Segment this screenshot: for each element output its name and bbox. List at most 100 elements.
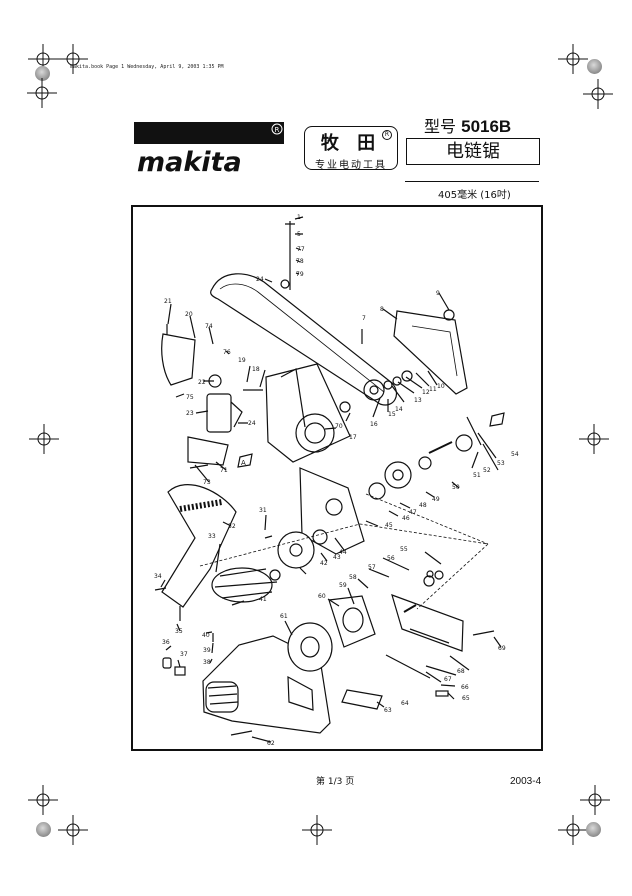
registration-mark — [558, 44, 588, 74]
part-label: 66 — [461, 684, 469, 691]
brand-name: 牧 田 — [320, 133, 382, 154]
part-label: 50 — [452, 484, 460, 491]
part-label: 79 — [296, 271, 304, 278]
part-label: 75 — [186, 394, 194, 401]
part-label: 16 — [370, 421, 378, 428]
part-label: 44 — [339, 549, 347, 556]
registration-mark — [302, 815, 332, 845]
exploded-parts-diagram: 1 5 77 78 79 24 9 8 7 21 20 74 76 19 18 … — [131, 205, 543, 751]
part-label: 20 — [185, 311, 193, 318]
registration-dot — [35, 66, 50, 81]
part-label: 61 — [280, 613, 288, 620]
part-label: 54 — [511, 451, 519, 458]
part-label: 39 — [203, 647, 211, 654]
registration-mark — [58, 815, 88, 845]
part-label: 63 — [384, 707, 392, 714]
part-label: 24 — [256, 276, 264, 283]
registered-mark: R — [382, 130, 392, 140]
part-label: 18 — [252, 366, 260, 373]
part-label: 14 — [395, 406, 403, 413]
part-label: 68 — [457, 668, 465, 675]
part-label: 15 — [388, 411, 396, 418]
part-label: 8 — [380, 306, 384, 313]
part-label: 42 — [320, 560, 328, 567]
part-label: 24 — [248, 420, 256, 427]
part-label: 41 — [259, 596, 267, 603]
part-label: 67 — [444, 676, 452, 683]
registration-mark — [583, 79, 613, 109]
part-label: 78 — [296, 258, 304, 265]
svg-text:makita: makita — [137, 147, 242, 174]
diagram-drawing: 1 5 77 78 79 24 9 8 7 21 20 74 76 19 18 … — [154, 214, 519, 747]
registration-mark — [579, 424, 609, 454]
part-label: 23 — [186, 410, 194, 417]
part-label: 38 — [203, 659, 211, 666]
part-label: 43 — [333, 554, 341, 561]
registration-mark — [27, 78, 57, 108]
model-number: 5016B — [461, 117, 512, 136]
part-label: 58 — [349, 574, 357, 581]
brand-box: 牧 田 专业电动工具 R — [304, 126, 398, 171]
part-label: 31 — [259, 507, 267, 514]
part-label: 70 — [335, 423, 343, 430]
part-label: 34 — [154, 573, 162, 580]
part-label: 47 — [409, 509, 417, 516]
divider — [405, 181, 539, 182]
part-label: 21 — [164, 298, 172, 305]
registration-mark — [580, 785, 610, 815]
part-label: 56 — [387, 555, 395, 562]
part-label: 37 — [180, 651, 188, 658]
part-label: 10 — [437, 383, 445, 390]
part-label: 45 — [385, 522, 393, 529]
part-label: A — [241, 459, 246, 467]
registration-mark — [58, 44, 88, 74]
part-label: 65 — [462, 695, 470, 702]
part-label: 62 — [267, 740, 275, 745]
part-label: 77 — [297, 246, 305, 253]
part-label: 64 — [401, 700, 409, 707]
part-label: 52 — [483, 467, 491, 474]
part-label: 7 — [362, 315, 366, 322]
part-label: 71 — [220, 467, 228, 474]
brand-tagline: 专业电动工具 — [315, 160, 387, 171]
svg-text:R: R — [275, 126, 280, 134]
part-label: 35 — [175, 628, 183, 635]
part-label: 60 — [318, 593, 326, 600]
registration-mark — [29, 424, 59, 454]
part-label: 51 — [473, 472, 481, 479]
part-label: 9 — [436, 290, 440, 297]
part-label: 17 — [349, 434, 357, 441]
model-line: 型号 5016B — [424, 113, 511, 137]
part-label: 53 — [497, 460, 505, 467]
page-number: 第 1/3 页 — [316, 777, 355, 787]
date-code: 2003-4 — [510, 776, 542, 787]
registration-dot — [586, 822, 601, 837]
part-label: 36 — [162, 639, 170, 646]
part-label: 33 — [208, 533, 216, 540]
registration-dot — [36, 822, 51, 837]
part-label: 12 — [422, 389, 430, 396]
product-name: 电链锯 — [406, 138, 540, 165]
part-label: 74 — [205, 323, 213, 330]
part-label: 19 — [238, 357, 246, 364]
registration-dot — [587, 59, 602, 74]
model-prefix: 型号 — [424, 117, 457, 136]
part-label: 1 — [297, 214, 301, 221]
print-header: makita.book Page 1 Wednesday, April 9, 2… — [70, 64, 224, 70]
part-label: 76 — [223, 349, 231, 356]
registration-mark — [558, 815, 588, 845]
part-label: 46 — [402, 515, 410, 522]
part-label: 40 — [202, 632, 210, 639]
part-label: 48 — [419, 502, 427, 509]
part-label: 22 — [198, 379, 206, 386]
blade-size: 405毫米 (16吋) — [438, 190, 511, 201]
makita-logo: makita R — [134, 122, 284, 174]
part-label: 5 — [297, 231, 301, 238]
part-label: 11 — [429, 386, 437, 393]
part-label: 55 — [400, 546, 408, 553]
registration-mark — [28, 785, 58, 815]
part-label: 13 — [414, 397, 422, 404]
part-label: 32 — [228, 523, 236, 530]
part-label: 49 — [432, 496, 440, 503]
part-label: 73 — [203, 479, 211, 486]
